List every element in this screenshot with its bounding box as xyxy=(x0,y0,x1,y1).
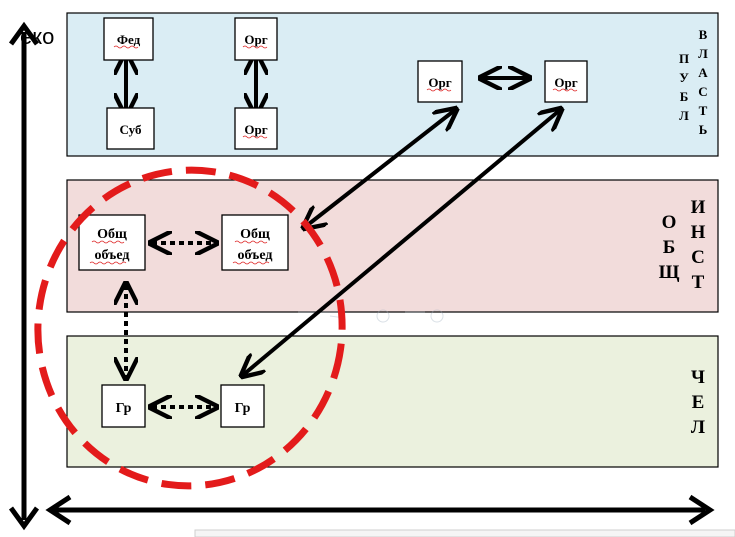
side-letter: В xyxy=(699,27,708,42)
side-letter: П xyxy=(679,51,689,66)
side-letter: У xyxy=(679,70,689,85)
highlight-ellipse xyxy=(34,166,346,490)
side-letter: Щ xyxy=(659,262,680,283)
page-fragment xyxy=(194,529,735,537)
arrow-org-gr xyxy=(243,110,560,375)
node-org-top-left: Орг xyxy=(234,17,278,61)
svg-text:Орг: Орг xyxy=(244,122,267,137)
svg-text:Гр: Гр xyxy=(116,401,132,416)
svg-text:Фед: Фед xyxy=(117,32,141,47)
side-label-chel: ЧЕЛ xyxy=(691,367,705,438)
svg-text:объед: объед xyxy=(95,248,130,263)
side-letter: Н xyxy=(691,222,706,243)
band-institutions xyxy=(66,179,719,313)
side-letter: Т xyxy=(699,103,708,118)
vertical-axis-arrowhead-bottom xyxy=(8,506,40,531)
band-power xyxy=(66,12,719,157)
side-letter: Ь xyxy=(699,122,708,137)
side-letter: С xyxy=(691,247,705,268)
svg-text:Орг: Орг xyxy=(244,32,267,47)
side-letter: А xyxy=(698,65,708,80)
vertical-axis-arrowhead-top xyxy=(8,21,40,46)
node-org-mid-left: Орг xyxy=(234,107,278,150)
side-letter: Е xyxy=(692,392,705,413)
side-letter: О xyxy=(662,212,677,233)
svg-text:Суб: Суб xyxy=(120,122,142,137)
node-gr-left: Гр xyxy=(101,384,146,428)
side-letter: Т xyxy=(692,272,705,293)
side-letter: Б xyxy=(663,237,676,258)
node-org-right-2: Орг xyxy=(544,60,588,103)
svg-text:Общ: Общ xyxy=(240,227,270,242)
side-label-obsh: ОБЩ xyxy=(659,212,680,283)
node-org-right-1: Орг xyxy=(417,60,463,103)
node-gr-right: Гр xyxy=(220,384,265,428)
node-obsh-left: Общ объед xyxy=(78,214,146,271)
side-letter: И xyxy=(691,197,706,218)
node-obsh-right: Общ объед xyxy=(221,214,289,271)
svg-text:Гр: Гр xyxy=(235,401,251,416)
side-letter: Л xyxy=(698,46,708,61)
svg-text:Орг: Орг xyxy=(428,75,451,90)
side-letter: Ч xyxy=(691,367,705,388)
horizontal-axis-arrowhead-left xyxy=(45,494,72,526)
node-sub: Суб xyxy=(106,107,155,150)
svg-text:объед: объед xyxy=(238,248,273,263)
side-letter: С xyxy=(698,84,707,99)
node-fed: Фед xyxy=(103,17,154,61)
side-letter: Л xyxy=(679,108,689,123)
side-letter: Л xyxy=(691,417,705,438)
side-letter: Б xyxy=(680,89,689,104)
svg-text:Орг: Орг xyxy=(554,75,577,90)
svg-text:Общ: Общ xyxy=(97,227,127,242)
band-people xyxy=(66,335,719,468)
horizontal-axis-arrowhead-right xyxy=(688,494,715,526)
